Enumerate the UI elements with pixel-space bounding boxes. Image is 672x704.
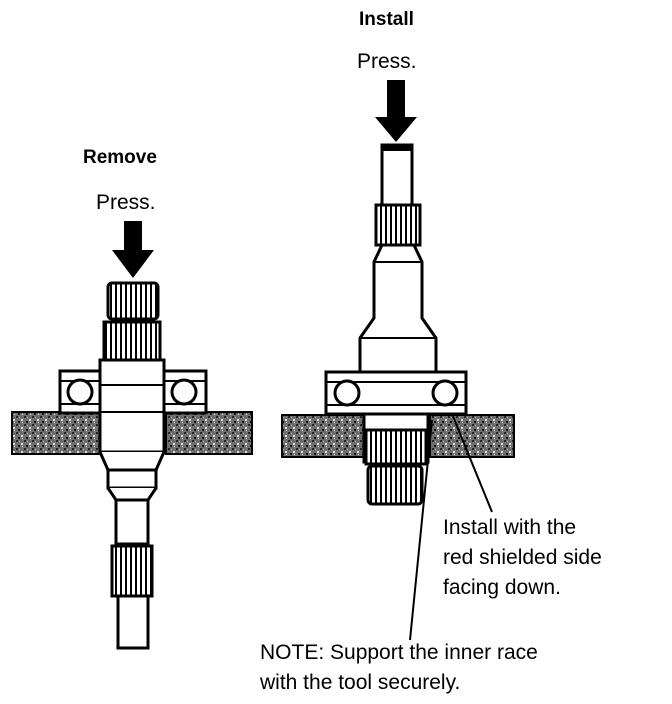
remove-press-label: Press. (96, 191, 156, 214)
remove-assembly (11, 221, 253, 650)
remove-press-arrow (112, 221, 154, 278)
callout-leader-line (451, 413, 493, 513)
install-shaft-top-stub (380, 143, 414, 207)
install-lower-knurl (364, 428, 428, 466)
remove-shaft-body (98, 358, 166, 546)
install-bearing-ball-right (431, 379, 459, 407)
install-heading: Install (359, 9, 414, 30)
install-shaft-top-face (382, 145, 412, 151)
callout-line-3: facing down. (443, 576, 561, 599)
install-support-block-left (281, 414, 365, 458)
remove-shaft-lower-knurl (110, 544, 154, 598)
remove-bearing-ball-right (170, 378, 198, 406)
install-bearing-ball-left (333, 379, 361, 407)
remove-shaft-top-knurl (106, 281, 160, 321)
install-assembly (281, 80, 515, 641)
note-leader-line (409, 419, 433, 641)
note-line-2: with the tool securely. (260, 671, 461, 694)
install-shaft-upper-knurl (374, 203, 422, 247)
install-shaft-body (358, 243, 438, 374)
remove-shaft-collar (102, 320, 162, 364)
install-press-label: Press. (357, 50, 417, 73)
remove-support-block-right (165, 411, 253, 455)
callout-line-2: red shielded side (443, 546, 602, 569)
remove-shaft-bottom-stub (116, 594, 150, 650)
install-bearing (324, 370, 468, 416)
install-support-block-right (429, 414, 515, 458)
install-press-arrow (375, 80, 417, 142)
remove-support-block-left (11, 411, 101, 455)
note-line-1: NOTE: Support the inner race (260, 641, 538, 664)
install-shaft-bottom-knurl (366, 464, 424, 506)
callout-line-1: Install with the (443, 516, 577, 539)
remove-heading: Remove (83, 147, 157, 168)
remove-bearing-ball-left (66, 378, 94, 406)
